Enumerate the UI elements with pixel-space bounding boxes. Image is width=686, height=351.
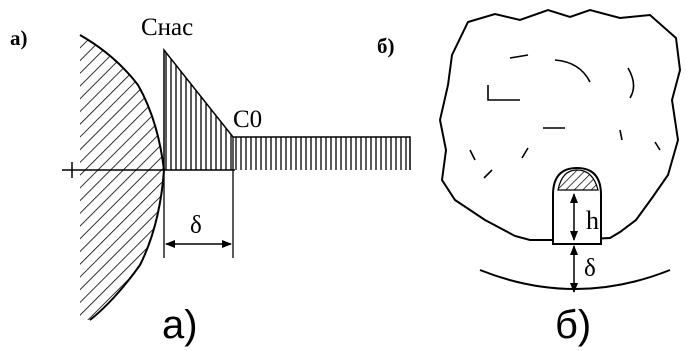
panel-a-corner-label: а) (10, 26, 28, 50)
grain-outline (438, 8, 682, 241)
c0-label: C0 (233, 106, 263, 133)
panel-b-diagram (438, 8, 682, 293)
caption-a: а) (162, 303, 198, 347)
delta-label-a: δ (190, 212, 202, 239)
delta-label-b: δ (584, 255, 596, 282)
outer-arc (479, 269, 671, 290)
panel-b-corner-label: б) (377, 34, 395, 58)
grain-hatched-region (79, 34, 166, 321)
caption-b: б) (555, 303, 592, 347)
h-label: h (586, 206, 599, 235)
panel-a-diagram (62, 34, 411, 321)
crack-marks (469, 54, 661, 179)
c-sat-label: Cнас (141, 14, 194, 41)
concentration-profile (163, 47, 411, 258)
